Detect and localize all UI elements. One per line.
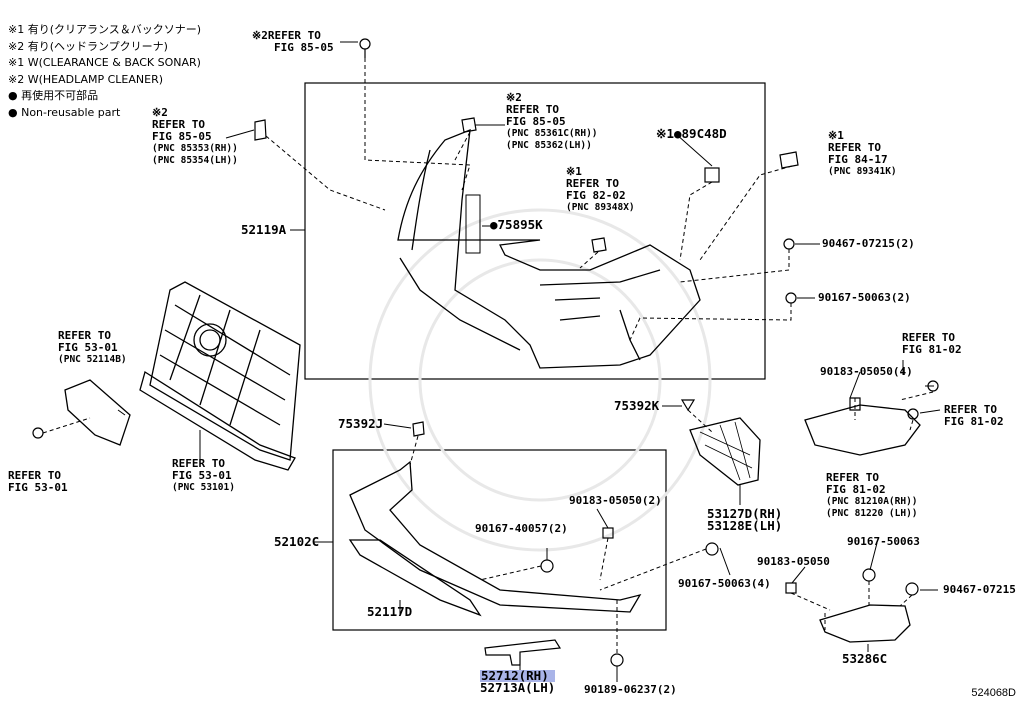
pnc-line: (PNC 85362(LH)) [506, 140, 592, 151]
ref-line: REFER TO [828, 141, 881, 154]
ref-mark: ※2 [152, 106, 168, 119]
ref-line: FIG 53-01 [172, 469, 232, 482]
ref-line: FIG 82-02 [566, 189, 626, 202]
fog-lamp-shape [804, 404, 921, 456]
part-52117d[interactable]: 52117D [367, 604, 413, 619]
legend-line: ※1 W(CLEARANCE & BACK SONAR) [8, 56, 201, 69]
ref-label[interactable]: ※2 REFER TO FIG 85-05 (PNC 85353(RH)) (P… [152, 107, 238, 167]
ref-line: REFER TO [902, 331, 955, 344]
legend: ※1 有り(クリアランス＆バックソナー) ※2 有り(ヘッドランプクリーナ) ※… [8, 22, 201, 121]
ref-label[interactable]: REFER TO FIG 53-01 [8, 470, 68, 494]
part-line: 53127D(RH) [707, 506, 783, 521]
ref-label[interactable]: ※2REFER TO FIG 85-05 [252, 30, 334, 54]
ref-label[interactable]: REFER TO FIG 81-02 [944, 404, 1004, 428]
part-line: 53128E(LH) [707, 518, 783, 533]
pnc-line: (PNC 85353(RH)) [152, 143, 238, 154]
pnc-line: (PNC 81220 (LH)) [826, 508, 918, 519]
part-52119a[interactable]: 52119A [241, 222, 287, 237]
pnc-line: (PNC 89341K) [828, 166, 897, 177]
undercover-shape [819, 604, 911, 643]
part-90167-d[interactable]: 90167-50063 [847, 535, 920, 548]
ref-line: REFER TO [172, 457, 225, 470]
part-90467-a[interactable]: 90467-07215(2) [822, 237, 915, 250]
ref-label[interactable]: REFER TO FIG 81-02 [902, 332, 962, 356]
part-90183-c[interactable]: 90183-05050 [757, 555, 830, 568]
part-line: 52713A(LH) [480, 680, 556, 695]
part-75392j[interactable]: 75392J [338, 416, 384, 431]
part-53286c[interactable]: 53286C [842, 651, 888, 666]
part-90189[interactable]: 90189-06237(2) [584, 683, 677, 696]
part-52712[interactable]: 52712(RH) 52713A(LH) [480, 669, 556, 695]
pnc-line: (PNC 52114B) [58, 354, 127, 365]
ref-line: FIG 84-17 [828, 153, 888, 166]
ref-mark: ※1 [566, 165, 582, 178]
ref-line: REFER TO [152, 118, 205, 131]
ref-line: FIG 85-05 [274, 41, 334, 54]
ref-line: FIG 53-01 [58, 341, 118, 354]
ref-line: REFER TO [944, 403, 997, 416]
ref-line: REFER TO [826, 471, 879, 484]
part-89c48d[interactable]: ※1●89C48D [656, 126, 727, 141]
ref-label[interactable]: REFER TO FIG 53-01 (PNC 52114B) [58, 330, 127, 366]
ref-label[interactable]: ※2 REFER TO FIG 85-05 (PNC 85361C(RH)) (… [506, 92, 598, 152]
legend-line: ● Non-reusable part [8, 105, 121, 119]
ref-mark: ※1 [828, 129, 844, 142]
ref-line: FIG 81-02 [944, 415, 1004, 428]
license-bracket-shape [64, 379, 131, 446]
legend-line: ※2 W(HEADLAMP CLEANER) [8, 72, 164, 86]
ref-line: FIG 85-05 [152, 130, 212, 143]
upper-bumper-group-box [304, 82, 766, 380]
diagram-code: 524068D [971, 687, 1016, 699]
ref-mark: ※2 [506, 91, 522, 104]
legend-line: ※2 有り(ヘッドランプクリーナ) [8, 39, 168, 53]
part-75895k[interactable]: ●75895K [490, 217, 543, 232]
ref-line: REFER TO [8, 469, 61, 482]
ref-line: REFER TO [267, 29, 321, 42]
pnc-line: (PNC 85354(LH)) [152, 155, 238, 166]
retainer-75895k [465, 194, 481, 254]
part-line-highlighted: 52712(RH) [480, 669, 556, 682]
legend-line: ● 再使用不可部品 [8, 89, 99, 102]
legend-line: ※1 有り(クリアランス＆バックソナー) [8, 23, 202, 36]
part-90183-b[interactable]: 90183-05050(2) [569, 494, 662, 507]
grille-shape [139, 281, 301, 471]
pnc-line: (PNC 85361C(RH)) [506, 128, 598, 139]
ref-line: REFER TO [566, 177, 619, 190]
ref-line: FIG 81-02 [826, 483, 886, 496]
ref-label[interactable]: REFER TO FIG 53-01 (PNC 53101) [172, 458, 235, 494]
fog-cover-shape [689, 417, 761, 486]
part-90167-b[interactable]: 90167-40057(2) [475, 522, 568, 535]
ref-label[interactable]: ※1 REFER TO FIG 84-17 (PNC 89341K) [828, 130, 897, 178]
ref-line: FIG 85-05 [506, 115, 566, 128]
pnc-line: (PNC 81210A(RH)) [826, 496, 918, 507]
part-90183-a[interactable]: 90183-05050(4) [820, 365, 913, 378]
part-75392k[interactable]: 75392K [614, 398, 660, 413]
ref-line: REFER TO [506, 103, 559, 116]
lower-bumper-group-box [332, 449, 667, 631]
ref-line: FIG 53-01 [8, 481, 68, 494]
pnc-line: (PNC 53101) [172, 482, 235, 493]
part-53127d[interactable]: 53127D(RH) 53128E(LH) [707, 506, 783, 533]
ref-line: REFER TO [58, 329, 111, 342]
part-90167-c[interactable]: 90167-50063(4) [678, 577, 771, 590]
part-90467-b[interactable]: 90467-07215 [943, 583, 1016, 596]
part-52102c[interactable]: 52102C [274, 534, 320, 549]
pnc-line: (PNC 89348X) [566, 202, 635, 213]
bumper-cover-shape [397, 128, 701, 369]
lower-bumper-shape [348, 460, 642, 617]
ref-label[interactable]: REFER TO FIG 81-02 (PNC 81210A(RH)) (PNC… [826, 472, 918, 520]
ref-label[interactable]: ※1 REFER TO FIG 82-02 (PNC 89348X) [566, 166, 635, 214]
ref-line: FIG 81-02 [902, 343, 962, 356]
moulding-shape [484, 639, 562, 666]
ref-mark: ※2 [252, 29, 268, 42]
part-90167-a[interactable]: 90167-50063(2) [818, 291, 911, 304]
